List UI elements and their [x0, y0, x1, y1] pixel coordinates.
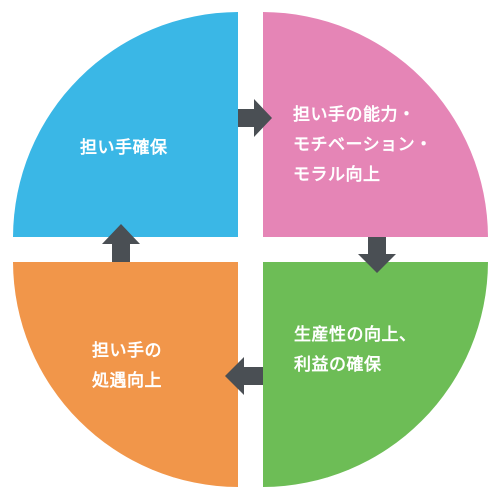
label-line: モラル向上: [293, 165, 381, 185]
quadrant-top-right: [263, 12, 488, 237]
arrow-left-icon: [225, 357, 263, 395]
label-line: 担い手の能力・: [293, 105, 416, 125]
label-line: 生産性の向上、: [294, 325, 417, 345]
quadrant-bottom-right: [263, 262, 488, 487]
label-line: 担い手の: [92, 341, 162, 361]
quadrant-label-bottom-right: 生産性の向上、 利益の確保: [294, 320, 417, 380]
label-line: 利益の確保: [294, 355, 382, 375]
quadrant-top-left: [13, 12, 238, 237]
arrow-right-icon: [238, 99, 272, 137]
label-line: モチベーション・: [293, 135, 433, 155]
arrow-down-icon: [358, 237, 396, 273]
quadrant-bottom-left: [13, 262, 238, 487]
label-line: 処遇向上: [92, 371, 162, 391]
label-line: 担い手確保: [80, 138, 168, 158]
quadrant-label-bottom-left: 担い手の 処遇向上: [92, 336, 162, 396]
quadrant-label-top-right: 担い手の能力・ モチベーション・ モラル向上: [293, 100, 433, 190]
quadrant-label-top-left: 担い手確保: [80, 133, 168, 163]
arrow-up-icon: [102, 224, 140, 262]
